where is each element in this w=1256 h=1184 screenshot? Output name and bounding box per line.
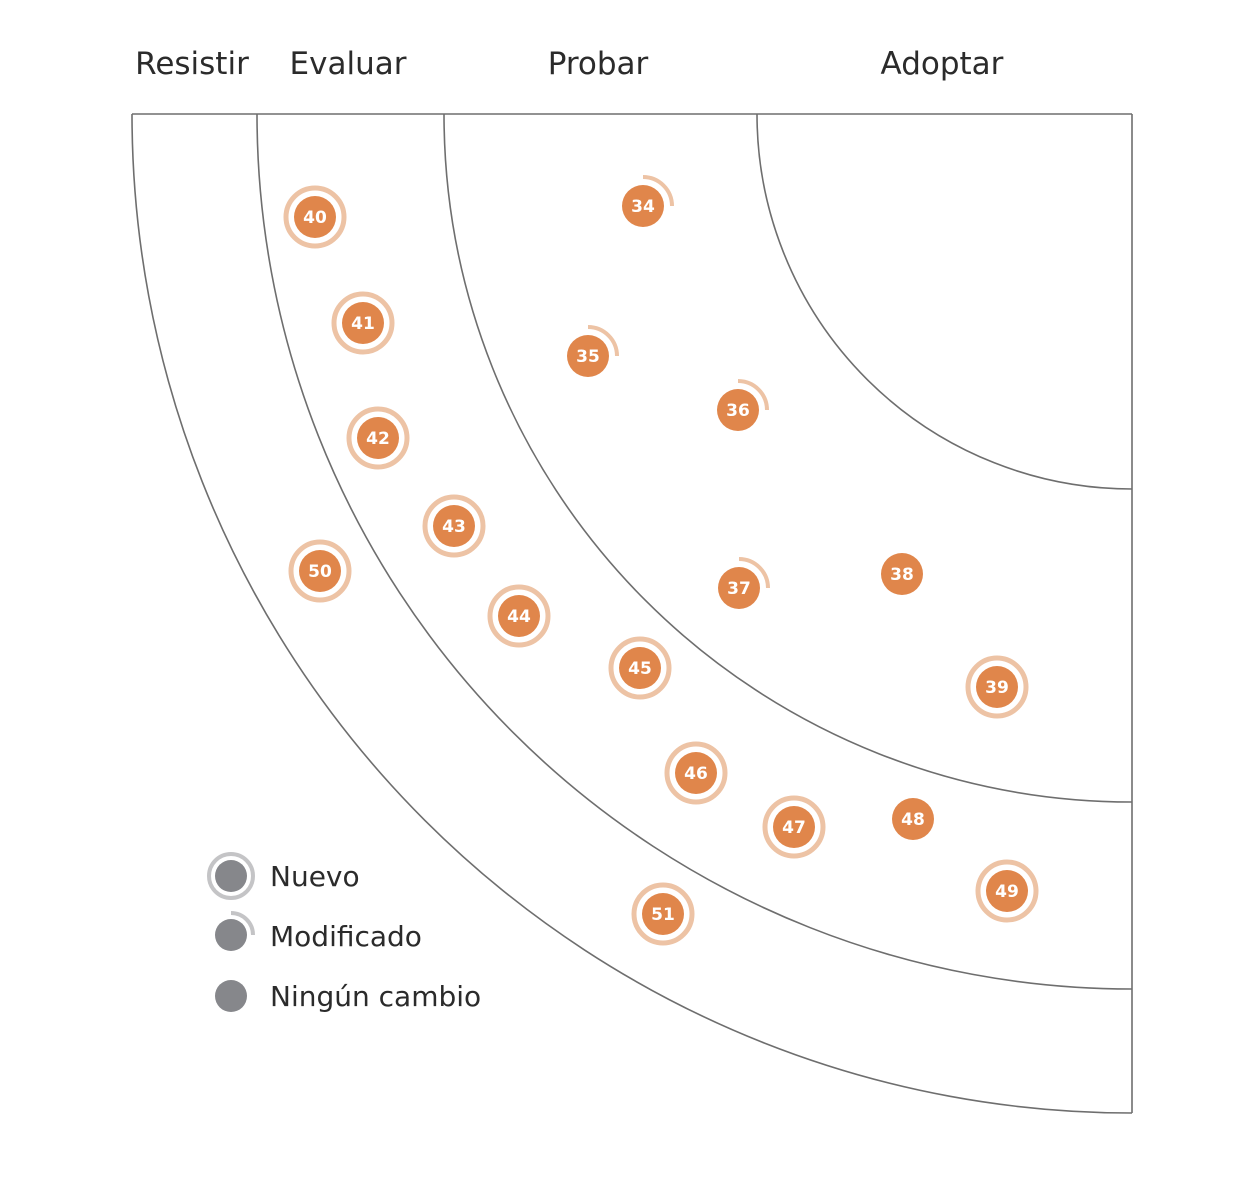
blip-number: 36 — [726, 401, 750, 421]
blip-number: 42 — [366, 429, 390, 449]
blip-number: 41 — [351, 314, 375, 334]
blip-dot — [342, 302, 384, 344]
blip-50[interactable]: 50 — [288, 539, 352, 603]
blip-dot — [892, 798, 934, 840]
blip-number: 48 — [901, 810, 925, 830]
legend-item-none: Ningún cambio — [215, 980, 481, 1013]
ring-arc-probar — [443, 113, 1133, 803]
blip-dot — [567, 335, 609, 377]
blip-dot — [299, 550, 341, 592]
blip-number: 51 — [651, 905, 675, 925]
legend-new-label: Nuevo — [270, 860, 360, 893]
blip-dot — [675, 752, 717, 794]
blip-new-halo — [762, 795, 826, 859]
blip-moved-arc — [587, 325, 619, 357]
ring-label-evaluar: Evaluar — [290, 46, 407, 82]
blip-dot — [294, 196, 336, 238]
blip-dot — [619, 647, 661, 689]
blip-38[interactable]: 38 — [881, 553, 923, 595]
blip-dot — [773, 806, 815, 848]
blip-dot — [976, 666, 1018, 708]
blip-35[interactable]: 35 — [567, 325, 619, 377]
blip-new-halo — [975, 859, 1039, 923]
blip-37[interactable]: 37 — [718, 557, 770, 609]
blip-new-halo — [631, 882, 695, 946]
blip-number: 43 — [442, 517, 466, 537]
ring-label-probar: Probar — [548, 46, 649, 82]
legend-none-dot — [215, 980, 247, 1012]
blip-dot — [717, 389, 759, 431]
blip-new-halo — [608, 636, 672, 700]
blip-moved-arc — [737, 379, 769, 411]
blip-number: 49 — [995, 882, 1019, 902]
legend-item-new: Nuevo — [207, 852, 360, 900]
blip-number: 39 — [985, 678, 1009, 698]
blip-42[interactable]: 42 — [346, 406, 410, 470]
blip-49[interactable]: 49 — [975, 859, 1039, 923]
blip-34[interactable]: 34 — [622, 175, 674, 227]
blip-44[interactable]: 44 — [487, 584, 551, 648]
blip-dot — [622, 185, 664, 227]
legend-moved-arc — [230, 911, 255, 936]
blip-number: 46 — [684, 764, 708, 784]
blip-new-halo — [288, 539, 352, 603]
blip-number: 45 — [628, 659, 652, 679]
blip-number: 47 — [782, 818, 806, 838]
legend-none-label: Ningún cambio — [270, 980, 481, 1013]
blip-number: 40 — [303, 208, 327, 228]
ring-label-adoptar: Adoptar — [881, 46, 1004, 82]
ring-arc-resistir — [131, 113, 1133, 1114]
blip-dot — [718, 567, 760, 609]
radar-frame — [131, 113, 1133, 1114]
blip-new-halo — [487, 584, 551, 648]
legend-new-dot — [215, 860, 247, 892]
blip-51[interactable]: 51 — [631, 882, 695, 946]
blip-number: 38 — [890, 565, 914, 585]
blip-dot — [433, 505, 475, 547]
blip-new-halo — [283, 185, 347, 249]
blip-number: 34 — [631, 197, 655, 217]
blip-dot — [357, 417, 399, 459]
blip-39[interactable]: 39 — [965, 655, 1029, 719]
blip-new-halo — [965, 655, 1029, 719]
blip-dot — [642, 893, 684, 935]
blip-number: 50 — [308, 562, 332, 582]
blip-45[interactable]: 45 — [608, 636, 672, 700]
blip-dot — [498, 595, 540, 637]
legend-moved-label: Modificado — [270, 920, 422, 953]
blip-new-halo — [664, 741, 728, 805]
blip-number: 37 — [727, 579, 751, 599]
blip-new-halo — [422, 494, 486, 558]
legend-item-moved: Modificado — [215, 911, 422, 953]
blip-46[interactable]: 46 — [664, 741, 728, 805]
blip-moved-arc — [738, 557, 770, 589]
ring-label-resistir: Resistir — [135, 46, 249, 82]
blip-dot — [986, 870, 1028, 912]
blip-41[interactable]: 41 — [331, 291, 395, 355]
blip-new-halo — [346, 406, 410, 470]
blip-47[interactable]: 47 — [762, 795, 826, 859]
blip-36[interactable]: 36 — [717, 379, 769, 431]
blip-48[interactable]: 48 — [892, 798, 934, 840]
legend-moved-dot — [215, 919, 247, 951]
blip-layer: 34 35 36 37 38 39 40 41 42 43 44 45 46 47 48 49 50 51 — [283, 175, 1039, 946]
blip-number: 35 — [576, 347, 600, 367]
legend: Nuevo Modificado Ningún cambio — [207, 852, 481, 1013]
blip-moved-arc — [642, 175, 674, 207]
blip-dot — [881, 553, 923, 595]
ring-arc-evaluar — [256, 113, 1133, 990]
ring-arc-adoptar — [756, 113, 1133, 490]
blip-new-halo — [331, 291, 395, 355]
blip-40[interactable]: 40 — [283, 185, 347, 249]
blip-number: 44 — [507, 607, 531, 627]
blip-43[interactable]: 43 — [422, 494, 486, 558]
legend-new-halo — [207, 852, 255, 900]
